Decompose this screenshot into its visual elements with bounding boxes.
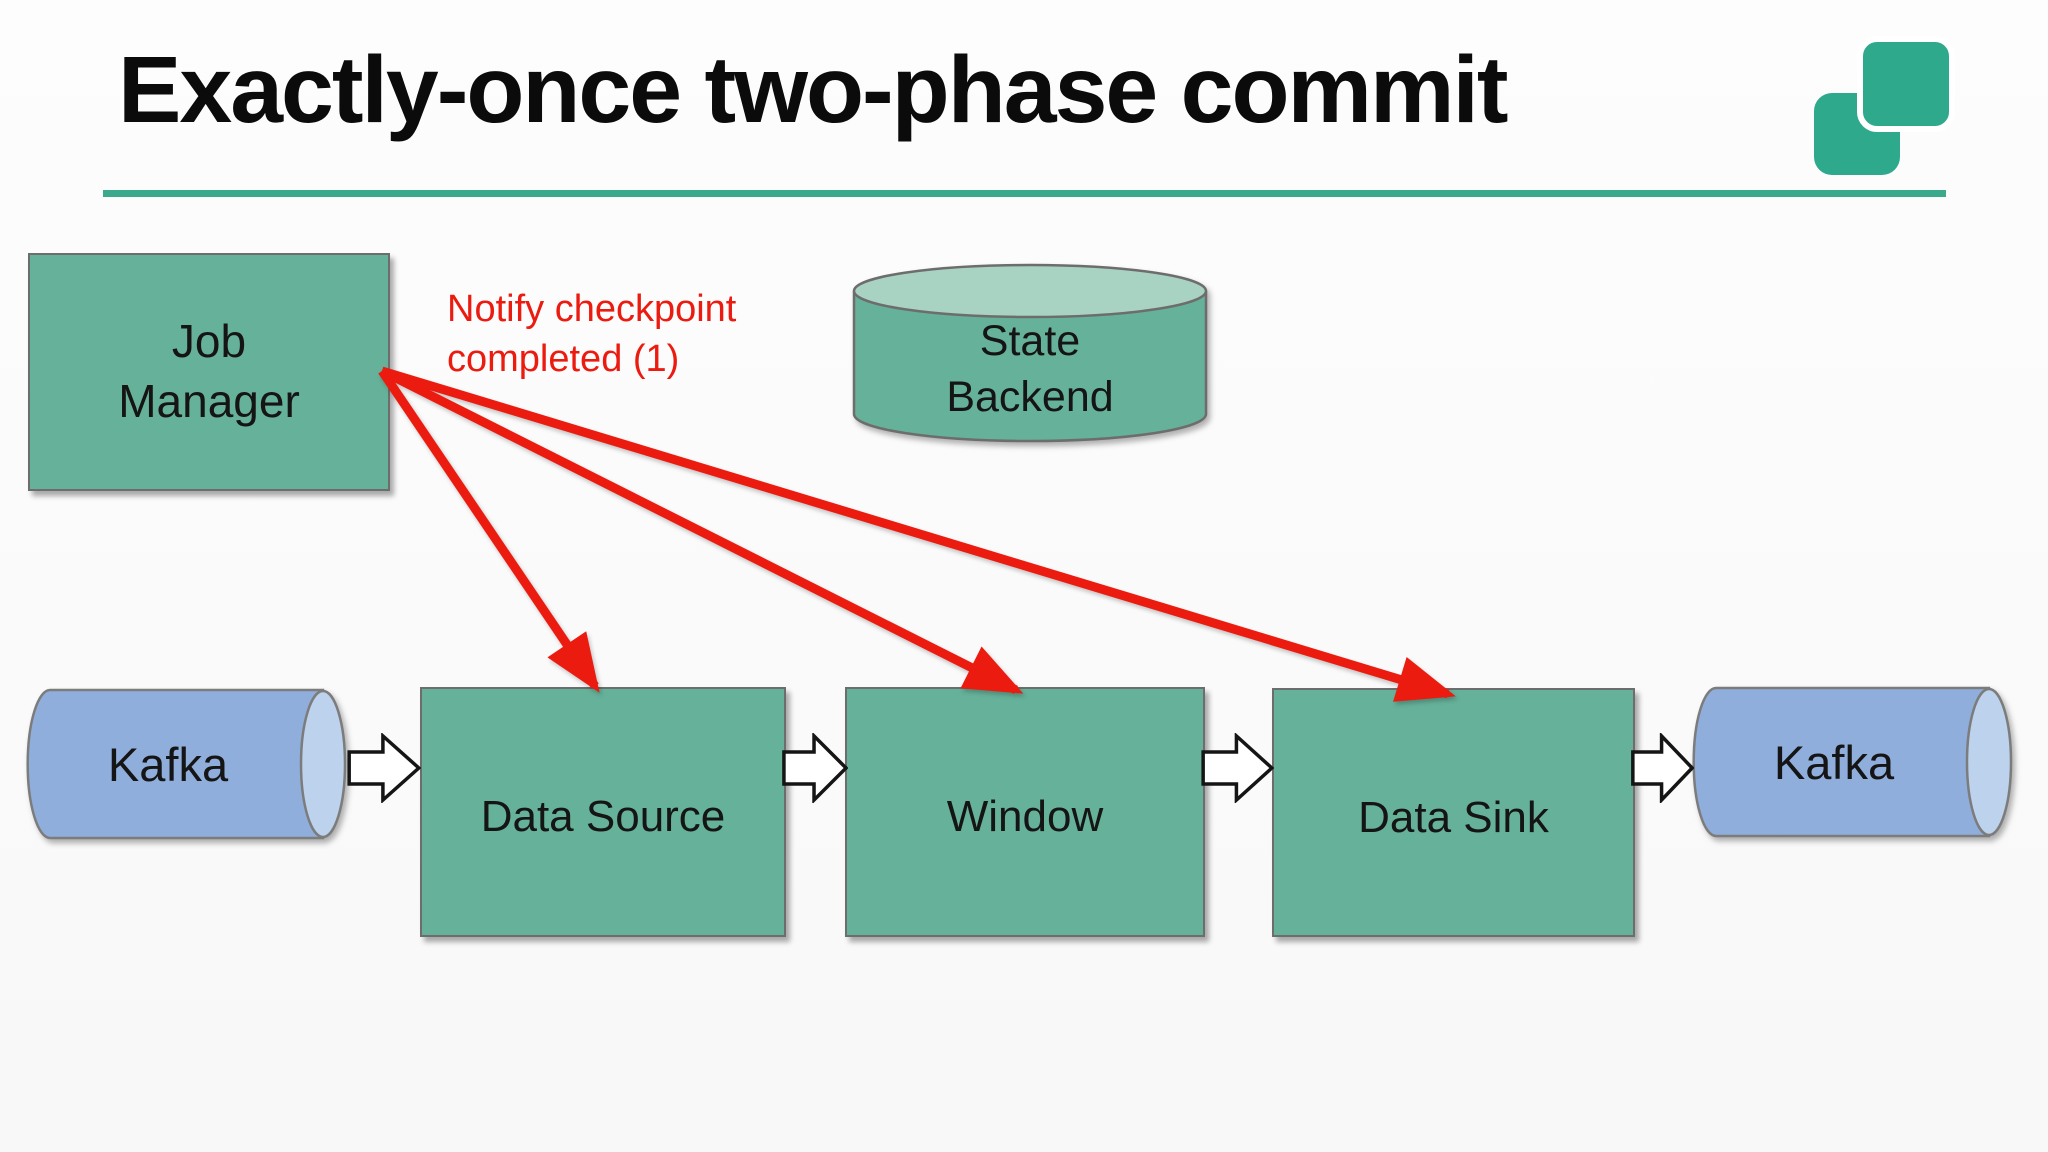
job-manager-node: Job Manager (28, 253, 390, 491)
flow-arrow-icon (1201, 733, 1274, 803)
data-sink-label: Data Sink (1358, 792, 1549, 842)
logo-square-big-icon (1857, 36, 1955, 132)
window-node: Window (845, 687, 1205, 937)
notify-arrow-to-data-source (378, 368, 600, 693)
state-backend-label: State Backend (946, 317, 1114, 421)
title-underline (103, 190, 1946, 197)
data-sink-node: Data Sink (1272, 688, 1635, 937)
kafka-sink-node: Kafka (1692, 686, 2014, 838)
data-source-node: Data Source (420, 687, 786, 937)
flow-arrow-icon (347, 733, 421, 803)
state-backend-node: State Backend (852, 262, 1208, 444)
checkpoint-annotation: Notify checkpoint completed (1) (447, 288, 737, 381)
page-title: Exactly-once two-phase commit (118, 37, 1508, 143)
window-label: Window (946, 792, 1104, 842)
flow-arrow-icon (1631, 733, 1694, 803)
data-source-label: Data Source (480, 792, 726, 842)
kafka-source-label: Kafka (107, 737, 229, 791)
cylinder-shape (1692, 686, 2013, 838)
kafka-sink-label: Kafka (1773, 735, 1895, 789)
cylinder-shape (26, 688, 347, 840)
flow-arrow-icon (782, 733, 848, 803)
kafka-source-node: Kafka (26, 688, 348, 840)
job-manager-label: Job Manager (118, 315, 300, 427)
two-squares-logo-icon (1805, 30, 1965, 190)
